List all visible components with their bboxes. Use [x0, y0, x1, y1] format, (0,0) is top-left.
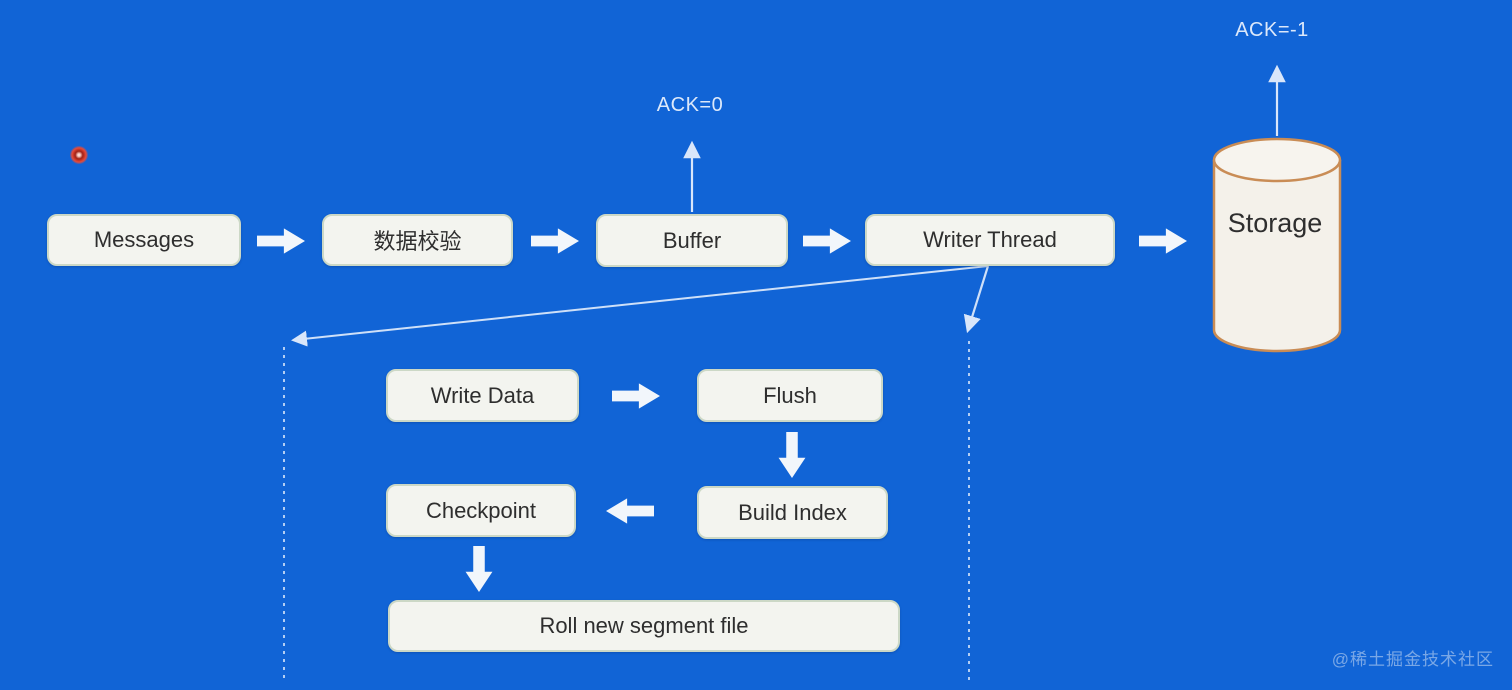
node-data-validation: 数据校验: [322, 214, 513, 266]
ack-neg1-label: ACK=-1: [1235, 19, 1309, 41]
node-build-index: Build Index: [697, 486, 888, 539]
node-buffer: Buffer: [596, 214, 788, 267]
arrow-right-icon: [531, 228, 579, 254]
arrow-right-icon: [1139, 228, 1187, 254]
node-flush: Flush: [697, 369, 883, 422]
arrow-left-icon: [606, 498, 654, 524]
arrow-down-icon: [465, 546, 493, 592]
arrow-right-icon: [803, 228, 851, 254]
ack0-label: ACK=0: [656, 94, 724, 116]
node-checkpoint: Checkpoint: [386, 484, 576, 537]
writer-expand-right-line: [963, 265, 990, 334]
node-roll-segment: Roll new segment file: [388, 600, 900, 652]
node-storage: Storage: [1227, 208, 1323, 238]
laser-pointer-dot: [70, 146, 88, 164]
arrow-right-icon: [257, 228, 305, 254]
arrow-right-icon: [612, 383, 660, 409]
node-writer-thread: Writer Thread: [865, 214, 1115, 266]
storage-cylinder-icon: [1212, 137, 1342, 353]
watermark: @稀土掘金技术社区: [1331, 650, 1494, 669]
node-write-data: Write Data: [386, 369, 579, 422]
writer-expand-left-line: [291, 265, 989, 347]
node-messages: Messages: [47, 214, 241, 266]
arrow-down-icon: [778, 432, 806, 478]
